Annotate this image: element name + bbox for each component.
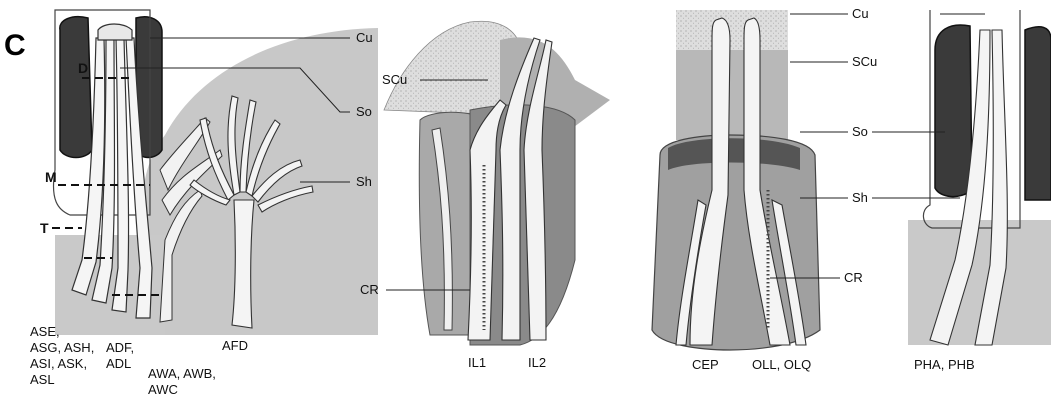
panel-amphid: C <box>4 10 378 397</box>
label-oll: OLL, OLQ <box>752 357 811 372</box>
subcuticle-block <box>676 50 788 140</box>
panel-letter: C <box>4 29 26 62</box>
label-il2: IL2 <box>528 355 546 370</box>
label-scu: SCu <box>382 72 407 87</box>
label-sh-2: Sh <box>852 190 868 205</box>
label-adf-1: ADF, <box>106 340 134 355</box>
panel-cephalic: Cu SCu So Sh CR CEP OLL, OLQ <box>652 6 877 372</box>
label-so: So <box>356 104 372 119</box>
label-afd: AFD <box>222 338 248 353</box>
label-cu-2: Cu <box>852 6 869 21</box>
marker-label-m: M <box>45 169 57 185</box>
panel-inner-labial: SCu CR IL1 IL2 <box>360 21 610 370</box>
label-ase-3: ASI, ASK, <box>30 356 87 371</box>
label-cr: CR <box>360 282 379 297</box>
cuticle-block <box>676 10 788 52</box>
label-awa-1: AWA, AWB, <box>148 366 216 381</box>
label-ase-2: ASG, ASH, <box>30 340 94 355</box>
panel-phasmid: PHA, PHB <box>872 10 1051 372</box>
socket-left-dark <box>60 17 92 158</box>
label-cu: Cu <box>356 30 373 45</box>
label-so-2: So <box>852 124 868 139</box>
label-cr-2: CR <box>844 270 863 285</box>
marker-label-d: D <box>78 60 88 76</box>
label-scu-2: SCu <box>852 54 877 69</box>
label-awa-2: AWC <box>148 382 178 397</box>
label-pha: PHA, PHB <box>914 357 975 372</box>
phasmid-socket-right <box>1025 27 1051 200</box>
marker-label-t: T <box>40 220 49 236</box>
label-ase-4: ASL <box>30 372 55 387</box>
label-sh: Sh <box>356 174 372 189</box>
label-cep: CEP <box>692 357 719 372</box>
label-adf-2: ADL <box>106 356 131 371</box>
label-il1: IL1 <box>468 355 486 370</box>
phasmid-socket-left <box>935 25 972 197</box>
label-ase-1: ASE, <box>30 324 60 339</box>
